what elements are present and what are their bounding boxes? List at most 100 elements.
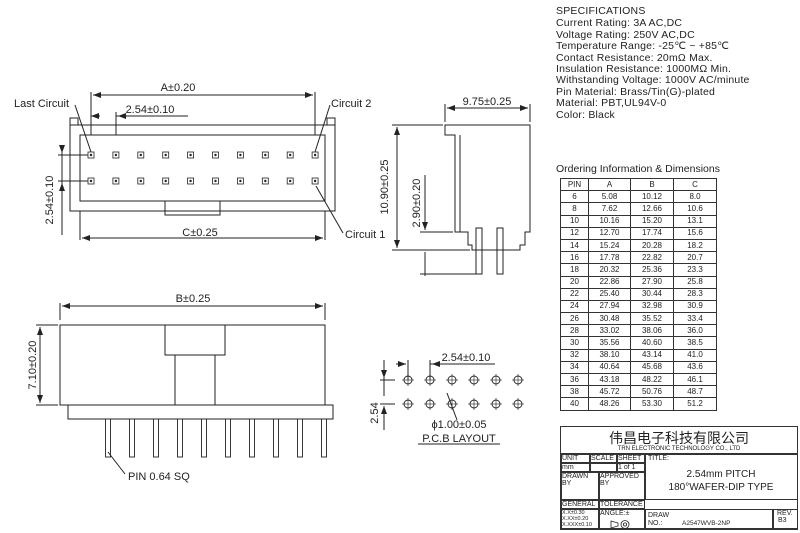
ordering-cell: 28: [560, 324, 589, 338]
rev-label: REV.: [777, 510, 793, 517]
ordering-cell: 35.52: [630, 312, 674, 326]
top-pin-center: [214, 153, 217, 157]
technical-drawing: A±0.20 2.54±0.10 C±0.25 Last Circuit Cir…: [14, 82, 531, 483]
company-cell: 伟昌电子科技有限公司 TRN ELECTRONIC TECHNOLOGY CO.…: [561, 427, 797, 454]
dim-side-height: 10.90±0.25: [379, 160, 391, 215]
top-pin-center: [239, 179, 242, 183]
ordering-cell: 30: [560, 336, 589, 350]
top-pin-center: [214, 179, 217, 183]
ordering-cell: 12.70: [588, 226, 631, 240]
top-pin: [187, 151, 195, 159]
circuit1-label: Circuit 1: [345, 229, 385, 241]
ordering-header-cell: PIN: [560, 177, 589, 192]
spec-line: Contact Resistance: 20mΩ Max.: [556, 51, 713, 64]
pcb-layout-title: P.C.B LAYOUT: [422, 433, 496, 445]
ordering-cell: 34: [560, 360, 589, 375]
ordering-cell: 22.82: [630, 251, 674, 265]
top-pin: [137, 177, 145, 185]
top-pin: [212, 177, 219, 185]
dim-pcb-row: 2.54: [369, 402, 381, 423]
ordering-cell: 45.72: [588, 385, 631, 399]
top-pin: [236, 177, 244, 185]
approved-label-2: BY: [600, 480, 610, 487]
dim-a: A±0.20: [161, 82, 196, 94]
top-pin: [87, 177, 95, 185]
title-line2: 180°WAFER-DIP TYPE: [668, 482, 774, 493]
top-pin: [286, 177, 294, 185]
top-pin: [311, 177, 319, 185]
top-view-pin-grid: [87, 151, 319, 185]
ordering-cell: 38.5: [673, 336, 717, 350]
spec-line: Pin Material: Brass/Tin(G)-plated: [556, 85, 716, 98]
top-pin-center: [289, 153, 292, 157]
specifications-block: SPECIFICATIONS Current Rating: 3A AC,DC …: [556, 5, 750, 121]
front-pin: [153, 418, 159, 458]
ordering-cell: 15.6: [673, 226, 717, 240]
ordering-cell: 38.06: [630, 324, 674, 338]
ordering-cell: 24: [560, 299, 589, 314]
top-pin: [187, 177, 195, 185]
top-pin-center: [189, 179, 192, 183]
dim-c: C±0.25: [182, 227, 217, 239]
front-pin: [105, 418, 111, 458]
top-pin-center: [114, 153, 118, 157]
ordering-cell: 15.20: [630, 214, 674, 228]
ordering-cell: 32: [560, 348, 589, 362]
ordering-header-cell: B: [630, 177, 674, 192]
top-pin: [261, 177, 269, 185]
angle-label: ANGLE:±: [600, 510, 630, 517]
ordering-cell: 40: [560, 397, 589, 411]
ordering-cell: 12.66: [630, 202, 674, 216]
ordering-cell: 8: [560, 202, 589, 216]
title-block: 伟昌电子科技有限公司 TRN ELECTRONIC TECHNOLOGY CO.…: [560, 426, 798, 530]
ordering-cell: 51.2: [673, 397, 717, 411]
top-pin-center: [189, 153, 192, 157]
top-pin-center: [164, 153, 167, 157]
top-pin: [286, 151, 294, 159]
top-pin-center: [89, 179, 93, 183]
top-pin: [212, 151, 219, 159]
ordering-cell: 27.94: [588, 299, 631, 314]
ordering-cell: 6: [560, 190, 589, 204]
ordering-cell: 43.18: [588, 372, 631, 387]
ordering-cell: 13.1: [673, 214, 717, 228]
general-label: GENERAL: [562, 501, 596, 508]
spec-line: Voltage Rating: 250V AC,DC: [556, 28, 695, 41]
ordering-cell: 8.0: [673, 190, 717, 204]
approved-label-1: APPROVED: [600, 473, 639, 480]
top-pin-center: [264, 153, 267, 157]
title-line1: 2.54mm PITCH: [686, 469, 756, 480]
ordering-cell: 22.86: [588, 275, 631, 289]
tolerance-label: TOLERANCE: [600, 501, 643, 508]
spec-line: Withstanding Voltage: 1000V AC/minute: [556, 74, 750, 87]
ordering-cell: 28.3: [673, 287, 717, 301]
dim-pitch-top: 2.54±0.10: [126, 104, 175, 116]
top-pin: [112, 151, 120, 159]
front-pin: [177, 418, 183, 458]
top-pin-center: [139, 179, 142, 183]
spec-line: Material: PBT,UL94V-0: [556, 97, 667, 110]
pin-size-label: PIN 0.64 SQ: [128, 471, 190, 483]
front-pin: [201, 418, 207, 458]
unit-value: mm: [562, 464, 574, 471]
spec-line: Color: Black: [556, 108, 616, 121]
ordering-cell: 36.0: [673, 324, 717, 338]
ordering-cell: 10: [560, 214, 589, 228]
ordering-title: Ordering Information & Dimensions: [556, 163, 720, 175]
spec-line: Insulation Resistance: 1000MΩ Min.: [556, 63, 732, 76]
projection-symbol-icon: [610, 520, 630, 529]
tolerance-2: X.XX±0.20: [562, 516, 589, 522]
ordering-cell: 26: [560, 312, 589, 326]
ordering-cell: 33.4: [673, 312, 717, 326]
ordering-cell: 41.0: [673, 348, 717, 362]
top-pin: [261, 151, 269, 159]
draw-number: A2547WVB-2NP: [682, 520, 731, 527]
side-view: [392, 104, 531, 276]
ordering-cell: 38: [560, 385, 589, 399]
